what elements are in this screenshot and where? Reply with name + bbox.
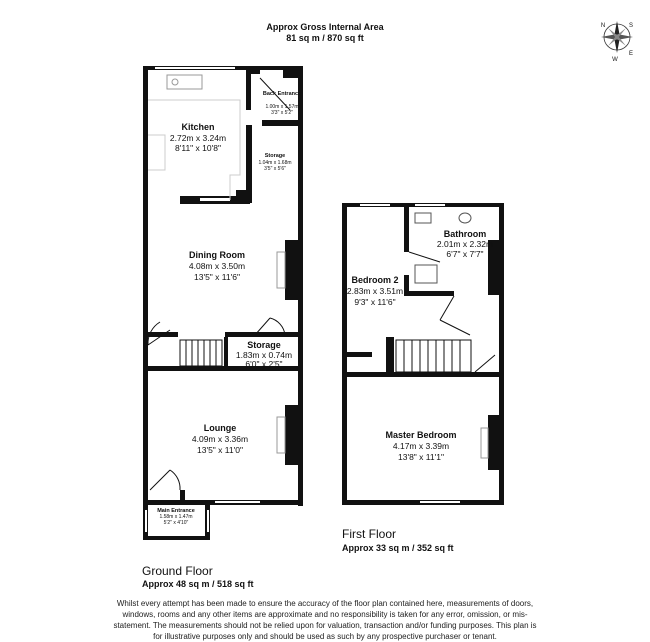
room-bathroom-imperial: 6'7" x 7'7" [446, 249, 483, 259]
room-main-entrance-metric: 1.58m x 1.47m [159, 514, 192, 520]
header-area: 81 sq m / 870 sq ft [286, 33, 364, 43]
room-back-entrance-imperial: 3'3" x 5'2" [271, 110, 293, 116]
room-kitchen-metric: 2.72m x 3.24m [170, 133, 226, 143]
disclaimer: Whilst every attempt has been made to en… [0, 598, 650, 642]
room-bathroom-name: Bathroom [444, 229, 487, 239]
room-storage-1-metric: 1.04m x 1.68m [258, 160, 291, 166]
compass-icon: N E S W [601, 21, 633, 63]
room-main-entrance-imperial: 5'2" x 4'10" [164, 520, 189, 526]
header-title: Approx Gross Internal Area [266, 22, 384, 32]
room-master-imperial: 13'8" x 11'1" [398, 452, 444, 462]
room-back-entrance-name: Back Entrance [263, 91, 301, 97]
first-floor-area: Approx 33 sq m / 352 sq ft [342, 543, 454, 553]
room-master-metric: 4.17m x 3.39m [393, 441, 449, 451]
ground-floor-label: Ground Floor [142, 564, 213, 578]
room-kitchen-name: Kitchen [181, 122, 214, 132]
compass-e: E [629, 51, 633, 57]
room-lounge-metric: 4.09m x 3.36m [192, 434, 248, 444]
room-main-entrance-name: Main Entrance [157, 508, 195, 514]
room-dining-metric: 4.08m x 3.50m [189, 261, 245, 271]
room-bedroom2-metric: 2.83m x 3.51m [347, 286, 403, 296]
compass-n: N [601, 23, 605, 29]
room-storage-1-name: Storage [265, 153, 285, 159]
room-storage-2-name: Storage [247, 340, 281, 350]
first-floor-label: First Floor [342, 527, 396, 541]
room-storage-2-metric: 1.83m x 0.74m [236, 350, 292, 360]
compass-s: S [629, 23, 633, 29]
room-lounge-name: Lounge [204, 423, 237, 433]
room-bedroom2-name: Bedroom 2 [351, 275, 398, 285]
room-bedroom2-imperial: 9'3" x 11'6" [354, 297, 395, 307]
disclaimer-text: Whilst every attempt has been made to en… [113, 599, 537, 641]
room-kitchen-imperial: 8'11" x 10'8" [175, 143, 221, 153]
room-storage-1-imperial: 3'5" x 5'6" [264, 166, 286, 172]
ground-floor-area: Approx 48 sq m / 518 sq ft [142, 579, 254, 589]
room-master-name: Master Bedroom [385, 430, 456, 440]
room-lounge-imperial: 13'5" x 11'0" [197, 445, 243, 455]
ground-floor-plan [143, 66, 303, 540]
room-back-entrance-metric: 1.00m x 1.57m [265, 104, 298, 110]
compass-w: W [612, 57, 618, 63]
room-dining-imperial: 13'5" x 11'6" [194, 272, 240, 282]
first-floor-plan [342, 203, 504, 505]
room-dining-name: Dining Room [189, 250, 245, 260]
room-bathroom-metric: 2.01m x 2.32m [437, 239, 493, 249]
room-storage-2-imperial: 6'0" x 2'5" [245, 359, 282, 369]
